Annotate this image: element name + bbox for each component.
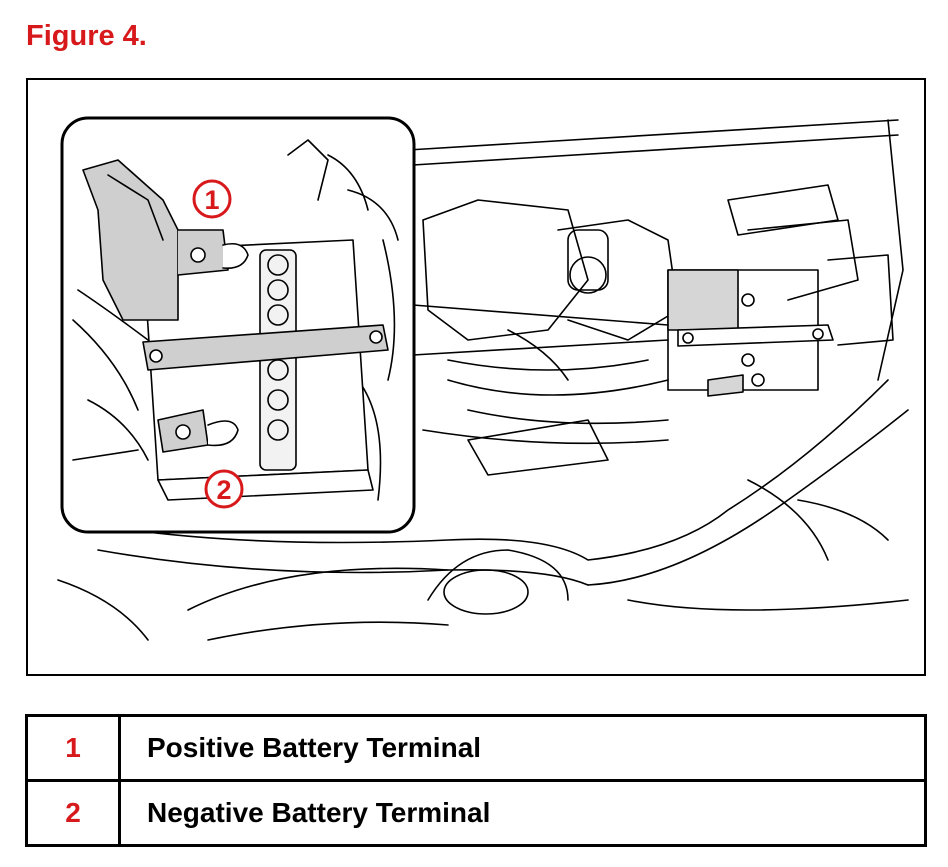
callout-2-number: 2: [216, 475, 231, 505]
legend-label: Positive Battery Terminal: [118, 714, 927, 782]
callout-1: 1: [192, 179, 232, 219]
legend-number: 1: [25, 714, 121, 782]
battery-detail-inset: 1 2: [60, 116, 416, 534]
legend-label: Negative Battery Terminal: [118, 779, 927, 847]
legend-number: 2: [25, 779, 121, 847]
engine-bay-illustration: 1 2: [26, 78, 926, 676]
engine-bay-line-drawing: 1 2: [57, 116, 909, 641]
figure-title: Figure 4.: [26, 20, 147, 52]
legend-row: 1 Positive Battery Terminal: [25, 714, 927, 782]
callout-2: 2: [204, 469, 244, 509]
callout-1-number: 1: [204, 185, 219, 215]
callout-legend-table: 1 Positive Battery Terminal 2 Negative B…: [25, 714, 927, 847]
legend-row: 2 Negative Battery Terminal: [25, 779, 927, 847]
